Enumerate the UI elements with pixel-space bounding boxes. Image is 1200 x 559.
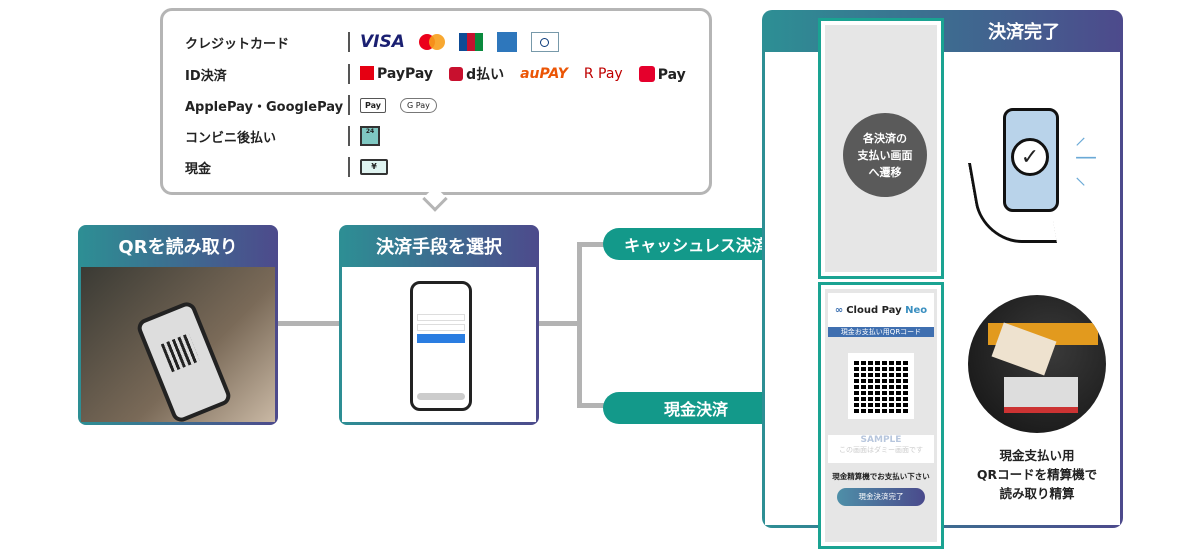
cashless-screen-card: 各決済の支払い画面へ遷移: [818, 18, 944, 279]
au-pay-logo: auPAY: [520, 66, 568, 82]
check-icon: ✓: [1011, 138, 1049, 176]
method-row-id: ID決済 PayPay d払い auPAY R Pay Pay: [185, 63, 686, 85]
select-photo: [342, 267, 536, 422]
cash-icon: ¥: [360, 159, 388, 175]
panel-title: 決済完了: [988, 22, 1060, 43]
branch-cashless: キャッシュレス決済: [603, 228, 789, 260]
method-label: クレジットカード: [185, 36, 290, 52]
divider: [348, 126, 350, 146]
cash-complete-button[interactable]: 現金決済完了: [837, 488, 925, 506]
paypay-logo: PayPay: [360, 66, 433, 82]
divider: [348, 95, 350, 115]
divider: [348, 64, 350, 84]
cloud-infinity-icon: ∞: [834, 304, 844, 316]
method-label: 現金: [185, 161, 212, 177]
cash-screen-card: ∞Cloud Pay Neo 現金お支払い用QRコード SAMPLE この画面は…: [818, 282, 944, 549]
payment-methods-callout: クレジットカード VISA ID決済 PayPay d払い auPAY R Pa…: [160, 8, 712, 195]
sample-watermark: SAMPLE この画面はダミー画面です: [828, 435, 934, 463]
step-select-method: 決済手段を選択: [339, 225, 539, 425]
jcb-logo: [458, 33, 483, 51]
qr-code: [848, 353, 914, 419]
redirect-note: 各決済の支払い画面へ遷移: [843, 113, 927, 197]
connector-line: [539, 321, 582, 326]
method-label: コンビニ後払い: [185, 130, 277, 146]
mastercard-logo: [418, 34, 445, 50]
d-barai-logo: d払い: [449, 64, 504, 84]
phone-image: [410, 281, 472, 411]
method-row-convenience: コンビニ後払い 24: [185, 125, 380, 147]
diners-club-logo: [530, 32, 559, 52]
sparkle-lines-icon: ⸝—⸜: [1075, 125, 1097, 190]
branch-line: [577, 242, 582, 408]
branch-cash: 現金決済: [603, 392, 789, 424]
google-pay-logo: G Pay: [400, 97, 437, 113]
cash-machine-photo: [968, 295, 1106, 433]
step-title: 決済手段を選択: [376, 237, 502, 258]
connector-line: [577, 403, 607, 408]
visa-logo: VISA: [360, 32, 405, 52]
method-row-cash: 現金 ¥: [185, 156, 388, 178]
phone-check-illustration: ✓ ⸝—⸜: [967, 108, 1115, 248]
connector-line: [577, 242, 607, 247]
method-row-wallet: ApplePay・GooglePay Pay G Pay: [185, 94, 437, 116]
scan-photo: [81, 267, 275, 422]
method-label: ApplePay・GooglePay: [185, 99, 344, 115]
hand-icon: [967, 163, 1058, 243]
apple-pay-logo: Pay: [360, 97, 387, 113]
qr-code-icon: [160, 333, 200, 373]
phone-image: [134, 299, 234, 422]
method-label: ID決済: [185, 68, 227, 84]
instruction-text: 現金精算機でお支払い下さい: [832, 472, 930, 481]
merpay-logo: Pay: [638, 65, 686, 83]
convenience-store-icon: 24: [360, 126, 380, 146]
step-scan-qr: QRを読み取り: [78, 225, 278, 425]
qr-banner: 現金お支払い用QRコード: [828, 327, 934, 337]
cloud-pay-logo: ∞Cloud Pay Neo: [828, 293, 934, 327]
rakuten-pay-logo: R Pay: [583, 66, 623, 82]
amex-logo: [496, 32, 517, 52]
step-title: QRを読み取り: [118, 237, 238, 258]
divider: [348, 157, 350, 177]
connector-line: [278, 321, 339, 326]
method-row-credit: クレジットカード VISA: [185, 31, 559, 53]
divider: [348, 32, 350, 52]
